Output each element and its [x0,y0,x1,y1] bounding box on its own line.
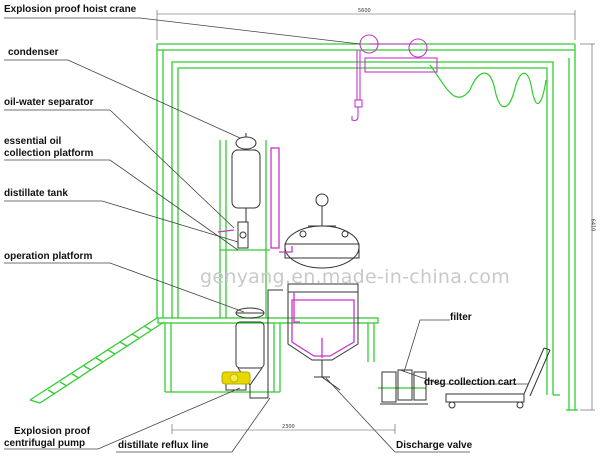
process-piping [217,147,355,358]
dimension-bottom: 2300 [282,424,295,430]
label-dreg-cart: dreg collection cart [424,377,517,388]
centrifugal-pump [221,371,251,385]
label-hoist-crane: Explosion proof hoist crane [4,4,137,15]
label-reflux-line: distillate reflux line [118,440,209,451]
label-pump-line1: Explosion proof [14,426,91,437]
dimension-top: 5600 [358,8,371,14]
label-condenser: condenser [8,47,59,58]
dimension-lines [156,10,595,434]
label-pump-line2: centrifugal pump [4,438,86,449]
dimension-side: 6410 [589,218,596,232]
leader-lines [4,17,528,453]
label-essential-oil-line2: collection platform [4,148,94,159]
equipment [225,133,551,409]
label-discharge-valve: Discharge valve [396,440,473,451]
hoist-crane [351,34,438,122]
label-distillate-tank: distillate tank [4,188,68,199]
label-oil-water-separator: oil-water separator [4,97,94,108]
label-essential-oil-line1: essential oil [4,136,62,147]
label-filter: filter [450,312,472,323]
crane-cable-spring [429,64,547,108]
label-operation-platform: operation platform [4,251,93,262]
watermark-text: genyang.en.made-in-china.com [200,266,510,288]
